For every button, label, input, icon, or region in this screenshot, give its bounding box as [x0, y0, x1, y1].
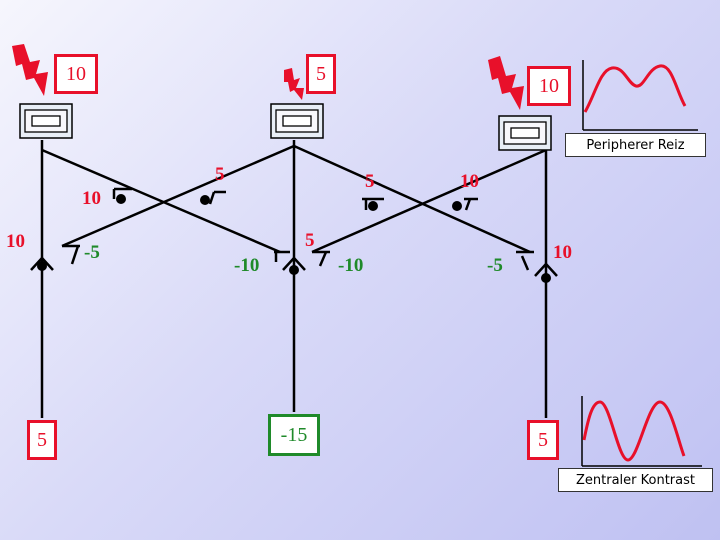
weight-label: 10 [6, 231, 25, 252]
output-value-center: -15 [268, 414, 320, 456]
synapse-dot [116, 194, 126, 204]
receptor-left [19, 103, 73, 139]
chevron-node-right [534, 262, 558, 277]
weight-label: -5 [487, 255, 503, 276]
wire-left-to-center [41, 148, 281, 254]
weight-label: -10 [338, 255, 364, 276]
output-value-left: 5 [27, 420, 57, 460]
weight-label: -10 [234, 255, 260, 276]
weight-label: -5 [84, 242, 100, 263]
receptor-right [498, 115, 552, 151]
synapse-dot [37, 261, 47, 271]
synapse-bar [464, 198, 472, 211]
input-value-right: 10 [527, 66, 571, 106]
wire-center-to-left [61, 144, 295, 248]
lightning-bolt-icon [488, 56, 524, 110]
peripheral-stimulus-plot [582, 60, 698, 131]
wire-center-to-right [293, 144, 531, 254]
synapse-dot [368, 201, 378, 211]
synapse-bar [70, 245, 80, 265]
synapse-dot [452, 201, 462, 211]
caption-peripheral-stimulus: Peripherer Reiz [565, 133, 706, 157]
central-contrast-plot [581, 396, 702, 467]
weight-label: 5 [365, 171, 375, 192]
weight-label: 10 [553, 242, 572, 263]
output-value-right: 5 [527, 420, 559, 460]
synapse-bar [208, 191, 216, 205]
lightning-bolt-icon [12, 44, 48, 96]
receptor-center [270, 103, 324, 139]
weight-label: 10 [82, 188, 101, 209]
synapse-dot [200, 195, 210, 205]
chevron-node-center [282, 256, 306, 271]
synapse-dot [541, 273, 551, 283]
synapse-bar [520, 255, 530, 271]
weight-label: 5 [305, 230, 315, 251]
synapse-bar [318, 251, 328, 267]
input-value-center: 5 [306, 54, 336, 94]
chevron-node-left [30, 256, 54, 271]
lightning-bolt-icon [284, 68, 304, 100]
caption-central-contrast: Zentraler Kontrast [558, 468, 713, 492]
weight-label: 10 [460, 171, 479, 192]
input-value-left: 10 [54, 54, 98, 94]
wire-right-to-center [311, 148, 547, 254]
weight-label: 5 [215, 164, 225, 185]
synapse-dot [289, 265, 299, 275]
